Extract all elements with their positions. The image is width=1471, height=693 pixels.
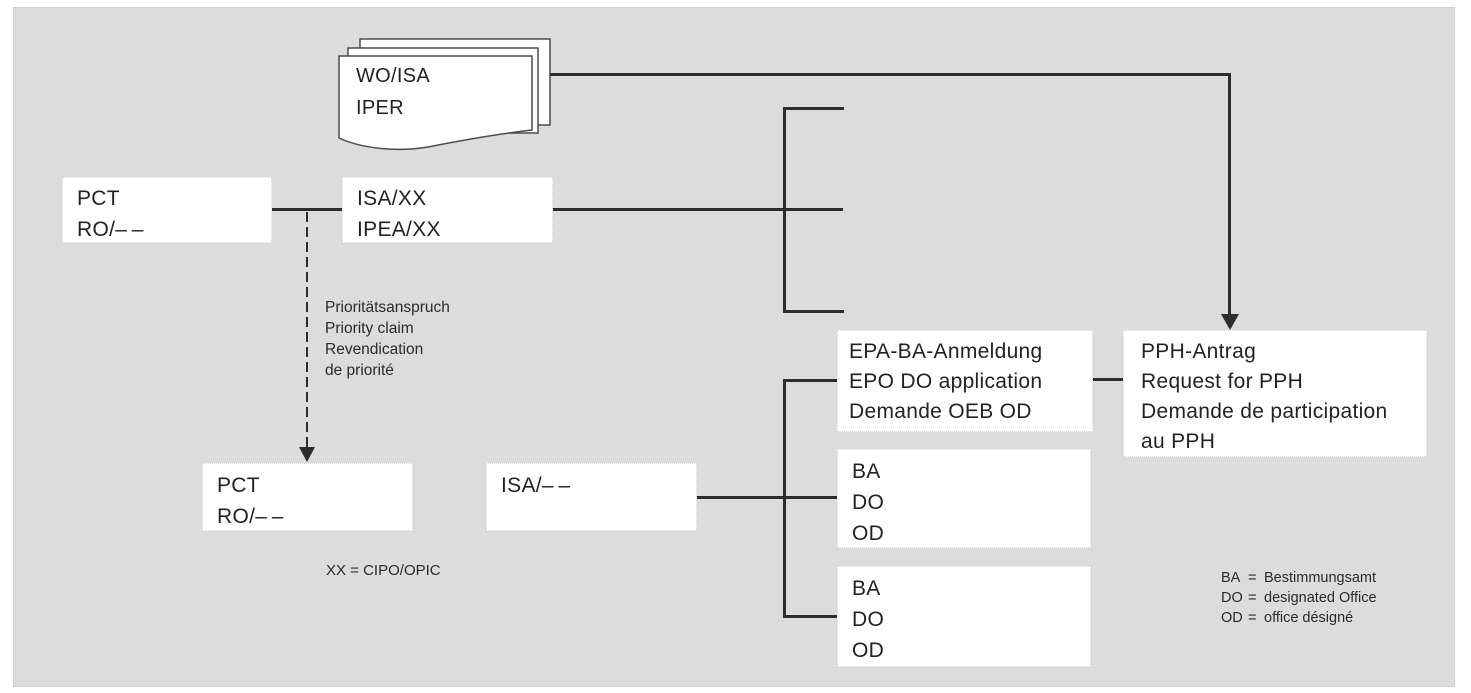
bracket-lower-stub-top bbox=[783, 379, 838, 382]
box-epa-ba-anmeldung: EPA-BA-Anmeldung EPO DO application Dema… bbox=[837, 330, 1093, 432]
box-line: EPA-BA-Anmeldung bbox=[849, 340, 1043, 363]
box-line: DO bbox=[852, 491, 885, 514]
box-isa-ipea-xx: ISA/XX IPEA/XX bbox=[342, 177, 553, 243]
legend-abbr: OD bbox=[1221, 610, 1243, 626]
box-line: Demande de participation bbox=[1141, 400, 1388, 423]
connector-doc-to-pph-vertical bbox=[1228, 73, 1231, 316]
priority-arrowhead-down-icon bbox=[299, 447, 315, 462]
box-pph-request: PPH-Antrag Request for PPH Demande de pa… bbox=[1123, 330, 1427, 457]
document-stack-label: WO/ISA IPER bbox=[356, 60, 430, 124]
box-line: IPEA/XX bbox=[357, 218, 441, 241]
legend-abbr: BA bbox=[1221, 570, 1241, 586]
box-pct-ro-lower: PCT RO/– – bbox=[202, 463, 413, 531]
legend-term: designated Office bbox=[1264, 590, 1377, 606]
box-line: RO/– – bbox=[217, 505, 284, 528]
box-line: ISA/– – bbox=[501, 474, 571, 497]
box-ba-do-od-top: BA DO OD bbox=[837, 449, 1091, 548]
priority-claim-line: Revendication bbox=[325, 341, 424, 358]
box-line: RO/– – bbox=[77, 218, 144, 241]
box-line: OD bbox=[852, 639, 885, 662]
bracket-upper-stub-bottom bbox=[783, 310, 844, 313]
priority-claim-label: Prioritätsanspruch Priority claim Revend… bbox=[325, 297, 450, 381]
box-line: OD bbox=[852, 522, 885, 545]
box-line: PCT bbox=[217, 474, 260, 497]
box-line: au PPH bbox=[1141, 430, 1216, 453]
connector-isadash-to-bracket bbox=[697, 496, 838, 499]
box-line: BA bbox=[852, 460, 881, 483]
document-stack-icon bbox=[338, 38, 551, 151]
connector-doc-to-pph-horizontal bbox=[550, 73, 1231, 76]
box-line: DO bbox=[852, 608, 885, 631]
arrowhead-down-icon bbox=[1221, 314, 1239, 330]
box-ba-do-od-bottom: BA DO OD bbox=[837, 566, 1091, 667]
legend-equals: = bbox=[1248, 590, 1257, 606]
box-line: Demande OEB OD bbox=[849, 400, 1032, 423]
bracket-lower-stub-bottom bbox=[783, 615, 838, 618]
priority-claim-dashed-line bbox=[306, 212, 308, 448]
box-isa-dash: ISA/– – bbox=[486, 463, 697, 531]
bracket-lower-vertical bbox=[783, 379, 786, 618]
connector-pct-to-isa bbox=[272, 208, 342, 211]
box-line: ISA/XX bbox=[357, 187, 427, 210]
bracket-upper-vertical bbox=[783, 107, 786, 313]
box-line: Request for PPH bbox=[1141, 370, 1304, 393]
legend-equals: = bbox=[1248, 610, 1257, 626]
priority-claim-line: de priorité bbox=[325, 362, 394, 379]
box-line: PPH-Antrag bbox=[1141, 340, 1257, 363]
connector-isa-to-bracket bbox=[553, 208, 843, 211]
priority-claim-line: Priority claim bbox=[325, 320, 414, 337]
box-pct-ro-upper: PCT RO/– – bbox=[62, 177, 272, 243]
connector-epa-to-pph bbox=[1093, 378, 1123, 381]
document-stack-line: WO/ISA bbox=[356, 65, 431, 87]
box-line: EPO DO application bbox=[849, 370, 1043, 393]
legend-equals: = bbox=[1248, 570, 1257, 586]
box-line: BA bbox=[852, 577, 881, 600]
box-line: PCT bbox=[77, 187, 120, 210]
legend-term: Bestimmungsamt bbox=[1264, 570, 1377, 586]
document-stack-line: IPER bbox=[356, 97, 404, 119]
legend-abbr: DO bbox=[1221, 590, 1243, 606]
legend-term: office désigné bbox=[1264, 610, 1354, 626]
xx-definition-note: XX = CIPO/OPIC bbox=[326, 562, 441, 579]
priority-claim-line: Prioritätsanspruch bbox=[325, 299, 450, 316]
bracket-upper-stub-top bbox=[783, 107, 844, 110]
abbreviation-legend: BA = Bestimmungsamt DO = designated Offi… bbox=[1221, 568, 1377, 628]
